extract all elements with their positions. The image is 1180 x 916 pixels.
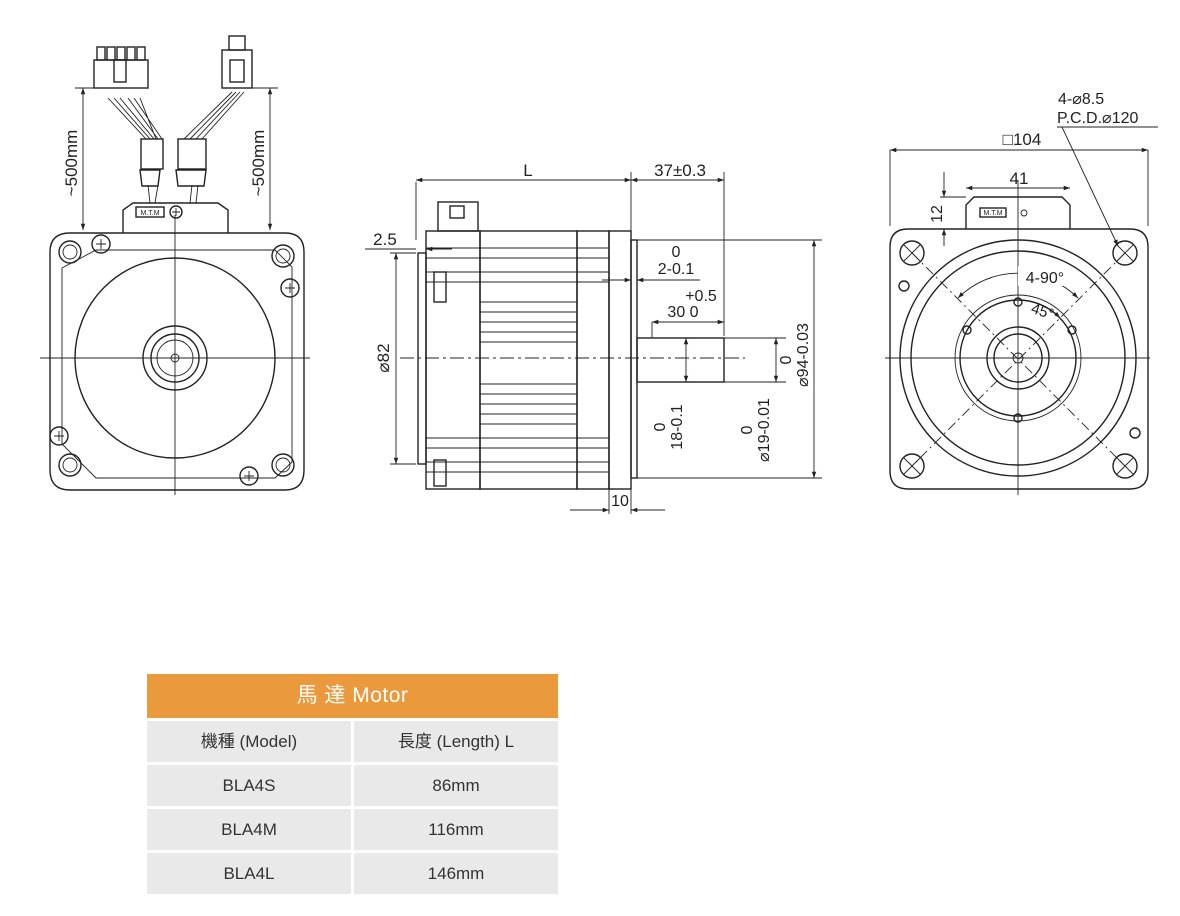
dim-key-length: 30 0 bbox=[667, 304, 698, 321]
front-body-outline bbox=[49, 232, 305, 491]
table-row: BLA4S 86mm bbox=[147, 765, 558, 806]
cell-model: BLA4L bbox=[147, 853, 351, 894]
dim-offset: 2.5 bbox=[373, 230, 397, 249]
table-header-row: 機種 (Model) 長度 (Length) L bbox=[147, 721, 558, 762]
cell-length: 116mm bbox=[354, 809, 558, 850]
table-title: 馬 達 Motor bbox=[147, 674, 558, 718]
dim-pcd: P.C.D.⌀120 bbox=[1057, 110, 1138, 127]
screw-icon bbox=[49, 426, 69, 446]
dim-connector-width: 41 bbox=[1010, 169, 1029, 188]
header-model: 機種 (Model) bbox=[147, 721, 351, 762]
dim-pilot-length: 10 bbox=[611, 493, 629, 510]
dim-key-offset-zero: 0 bbox=[672, 244, 681, 261]
dim-shaft-flat: 18-0.1 bbox=[669, 404, 686, 449]
dim-shaft-flat-zero: 0 bbox=[652, 422, 669, 431]
front-view: M.T.M ~500mm ~500mm bbox=[40, 35, 310, 495]
dim-holes: 4-⌀8.5 bbox=[1058, 91, 1104, 108]
cell-model: BLA4M bbox=[147, 809, 351, 850]
dim-length: L bbox=[523, 161, 532, 180]
screw-icon bbox=[280, 278, 300, 298]
dim-body-diameter: ⌀82 bbox=[374, 343, 393, 372]
end-connector-label: M.T.M bbox=[983, 210, 1002, 217]
table-row: BLA4L 146mm bbox=[147, 853, 558, 894]
dim-shaft-diameter: ⌀19-0.01 bbox=[756, 398, 773, 462]
dim-key-offset: 2-0.1 bbox=[658, 261, 695, 278]
front-connector-label: M.T.M bbox=[140, 210, 159, 217]
cell-length: 86mm bbox=[354, 765, 558, 806]
dim-angle-spacing: 4-90° bbox=[1026, 270, 1064, 287]
cell-length: 146mm bbox=[354, 853, 558, 894]
header-length: 長度 (Length) L bbox=[354, 721, 558, 762]
screw-icon bbox=[91, 234, 111, 254]
screw-icon bbox=[239, 466, 259, 486]
motor-dimension-drawing: M.T.M ~500mm ~500mm bbox=[40, 35, 1158, 514]
table-row: BLA4M 116mm bbox=[147, 809, 558, 850]
dim-angle-offset: 45° bbox=[1029, 300, 1056, 323]
end-body-outline bbox=[889, 228, 1149, 490]
end-view: M.T.M 41 12 □104 4-⌀8.5 P.C.D.⌀120 4-90°… bbox=[885, 91, 1158, 495]
dim-shaft-diameter-zero: 0 bbox=[739, 425, 756, 434]
cable-left-length: ~500mm bbox=[62, 130, 81, 197]
cable-right-length: ~500mm bbox=[249, 130, 268, 197]
dim-key-length-tol: +0.5 bbox=[685, 288, 717, 305]
dim-square: □104 bbox=[1003, 130, 1042, 149]
dim-shaft-length: 37±0.3 bbox=[654, 161, 706, 180]
dim-pilot-diameter-zero: 0 bbox=[778, 355, 795, 364]
cell-model: BLA4S bbox=[147, 765, 351, 806]
dim-pilot-diameter: ⌀94-0.03 bbox=[795, 323, 812, 387]
dim-connector-height: 12 bbox=[929, 205, 946, 223]
side-view: L 37±0.3 2.5 0 2-0.1 +0.5 30 0 ⌀82 0 18-… bbox=[365, 161, 822, 514]
motor-spec-table: 馬 達 Motor 機種 (Model) 長度 (Length) L BLA4S… bbox=[147, 674, 558, 894]
